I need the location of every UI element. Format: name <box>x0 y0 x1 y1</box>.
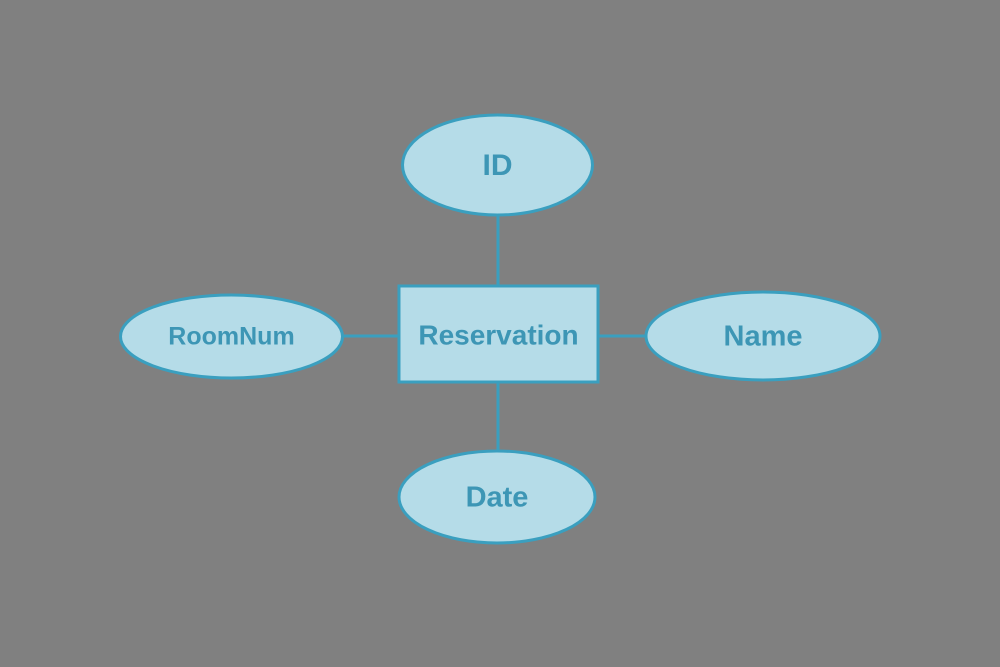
attribute-ellipse-name[interactable] <box>644 290 882 382</box>
attribute-ellipse-roomnum[interactable] <box>119 293 344 380</box>
connector-group <box>341 213 650 455</box>
entity-node-reservation[interactable]: Reservation <box>397 284 600 384</box>
attribute-label-roomnum: RoomNum <box>168 323 294 351</box>
attribute-label-name: Name <box>724 321 803 353</box>
attribute-node-date[interactable]: Date <box>397 449 597 545</box>
entity-label-reservation: Reservation <box>418 319 578 350</box>
attribute-node-name[interactable]: Name <box>644 290 882 382</box>
attribute-label-id: ID <box>483 149 513 182</box>
entity-rectangle-reservation[interactable] <box>397 284 600 384</box>
attribute-node-id[interactable]: ID <box>401 113 594 217</box>
attribute-node-roomnum[interactable]: RoomNum <box>119 293 344 380</box>
attribute-ellipse-id[interactable] <box>401 113 594 217</box>
attribute-label-date: Date <box>466 482 529 514</box>
attribute-ellipse-date[interactable] <box>397 449 597 545</box>
